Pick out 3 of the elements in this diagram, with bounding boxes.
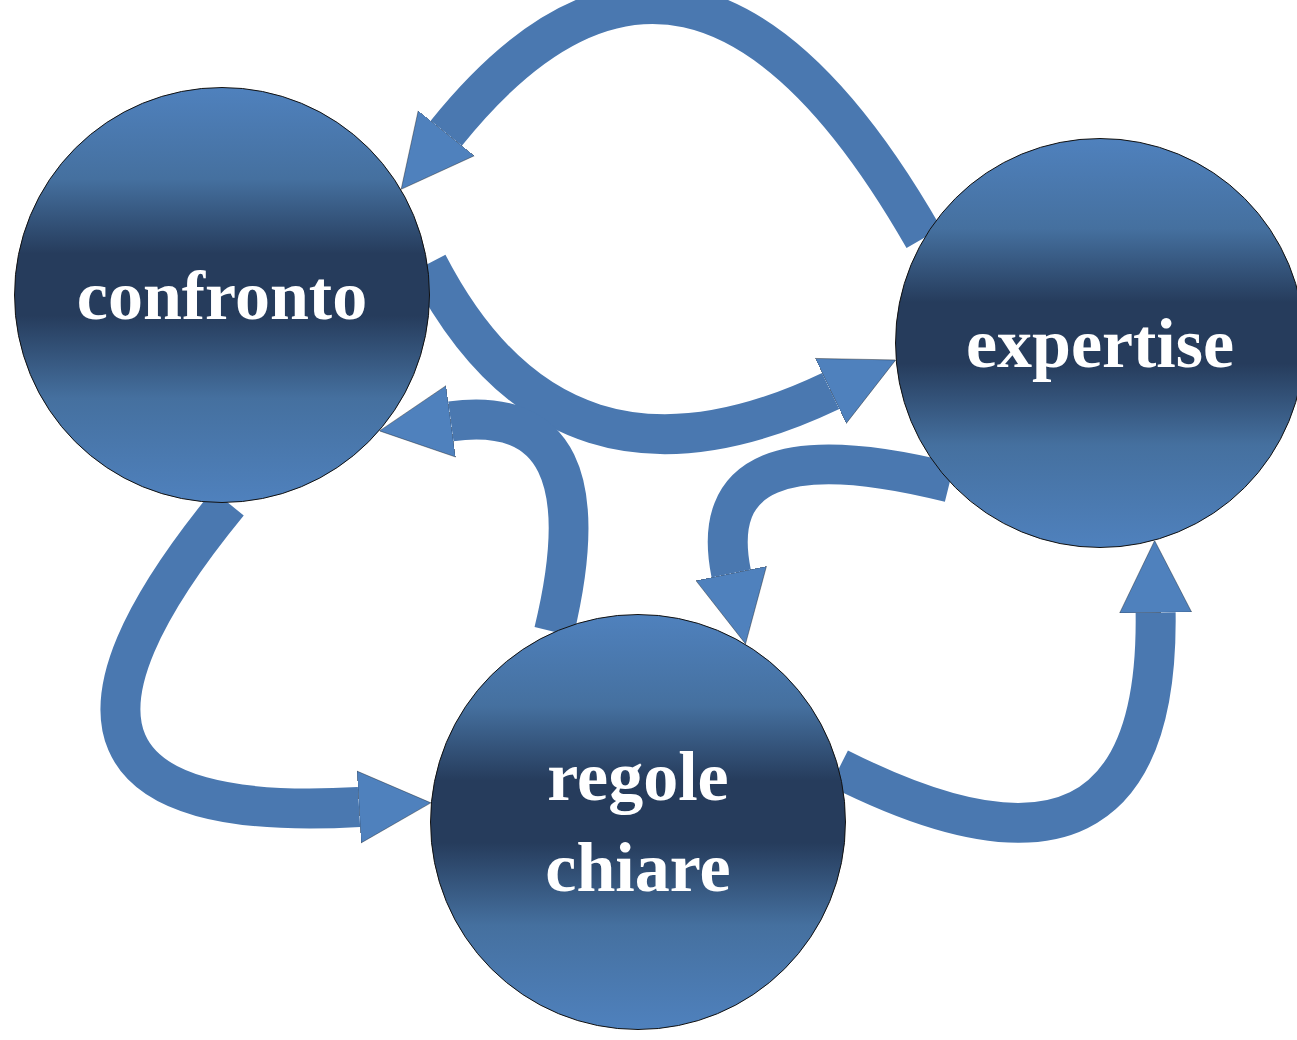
circle-label: confronto <box>76 255 368 336</box>
circle-label: expertise <box>965 303 1235 384</box>
circle-label: regole chiare <box>544 737 732 908</box>
